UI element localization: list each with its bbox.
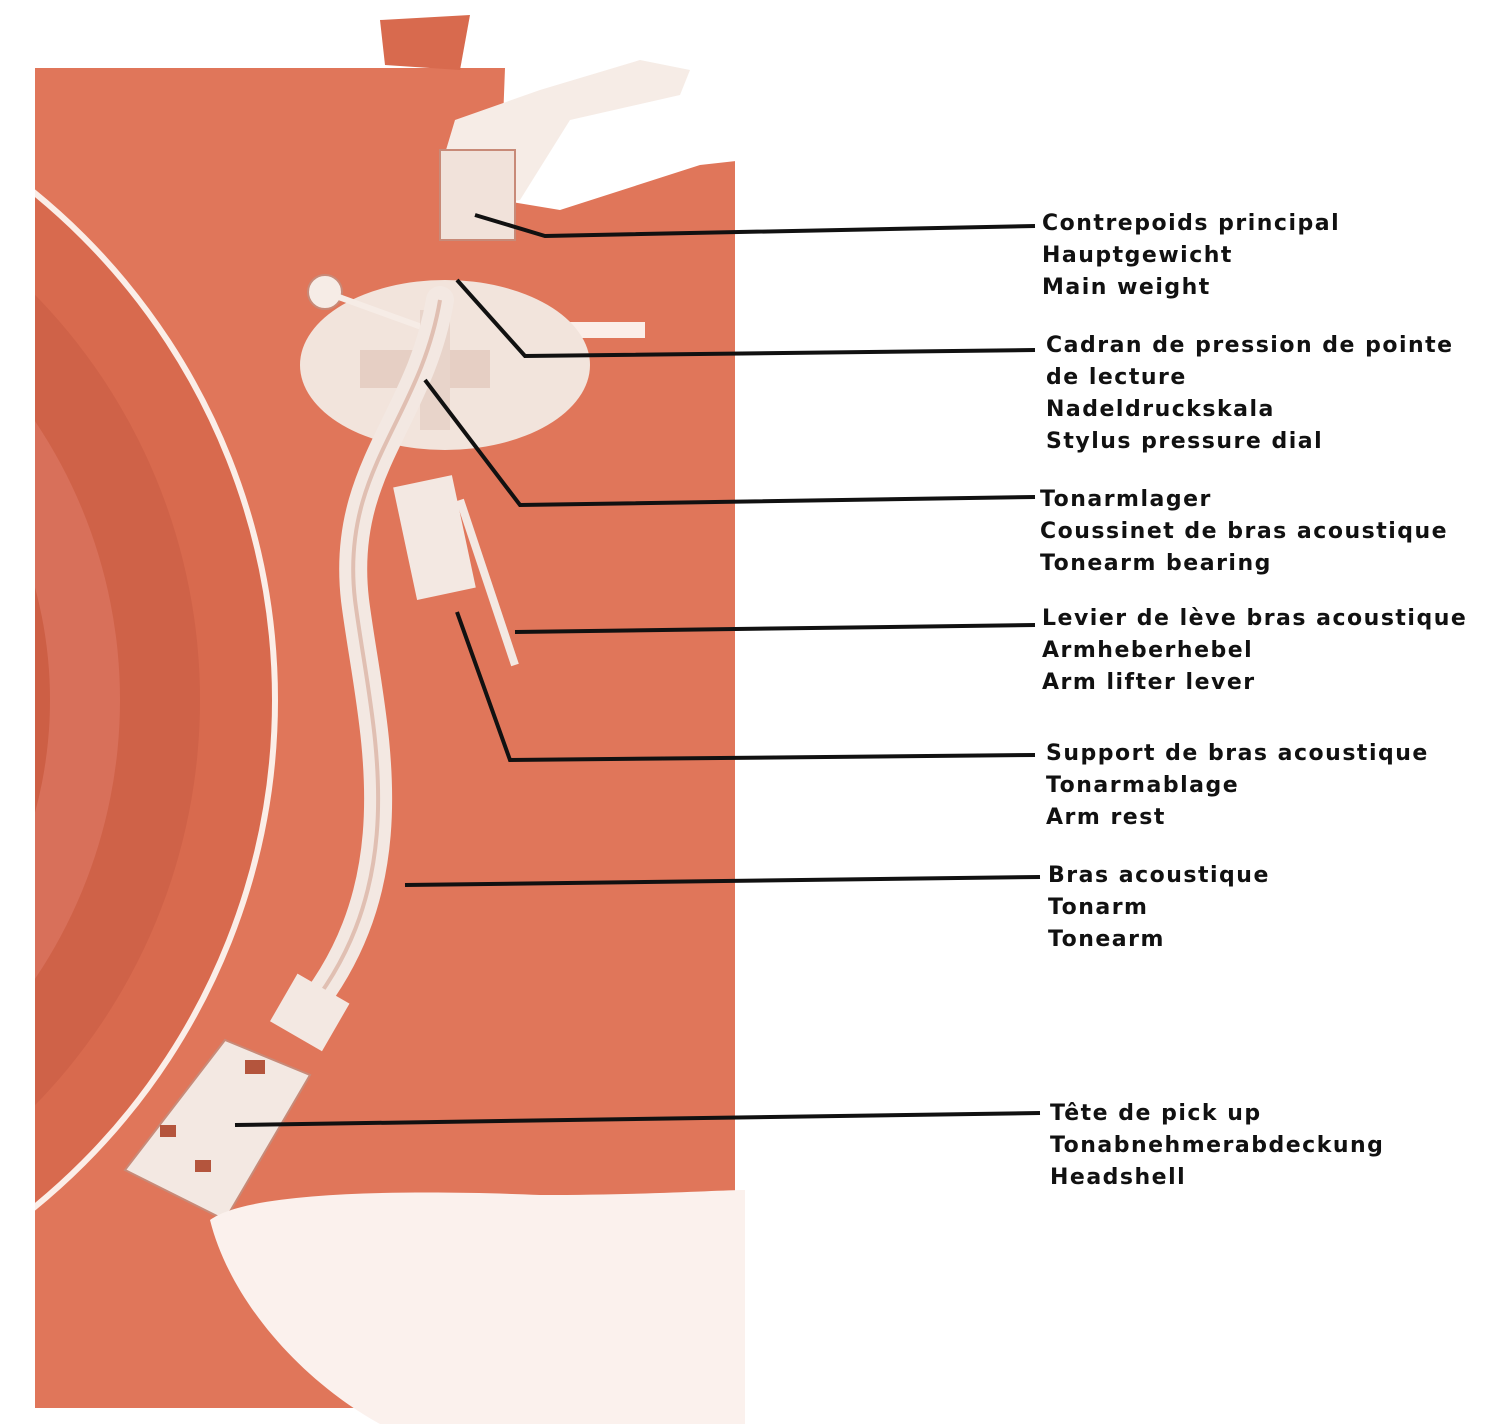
label-line: Tonarmablage [1046,770,1429,802]
label-tonearm-bearing: Tonarmlager Coussinet de bras acoustique… [1040,484,1448,580]
label-stylus-pressure-dial: Cadran de pression de pointe de lecture … [1046,330,1454,458]
label-line: Cadran de pression de pointe [1046,330,1454,362]
label-arm-lifter-lever: Levier de lève bras acoustique Armheberh… [1042,603,1467,699]
label-headshell: Tête de pick up Tonabnehmerabdeckung Hea… [1050,1098,1384,1194]
label-tonearm: Bras acoustique Tonarm Tonearm [1048,860,1270,956]
label-line: Main weight [1042,272,1340,304]
label-line: Nadeldruckskala [1046,394,1454,426]
label-line: Levier de lève bras acoustique [1042,603,1467,635]
label-line: Tête de pick up [1050,1098,1384,1130]
label-line: Headshell [1050,1162,1384,1194]
label-line: Tonabnehmerabdeckung [1050,1130,1384,1162]
label-line: Bras acoustique [1048,860,1270,892]
label-line: Support de bras acoustique [1046,738,1429,770]
label-arm-rest: Support de bras acoustique Tonarmablage … [1046,738,1429,834]
label-line: Arm lifter lever [1042,667,1467,699]
label-line: Hauptgewicht [1042,240,1340,272]
label-main-weight: Contrepoids principal Hauptgewicht Main … [1042,208,1340,304]
label-line: de lecture [1046,362,1454,394]
label-line: Tonearm [1048,924,1270,956]
label-line: Coussinet de bras acoustique [1040,516,1448,548]
label-line: Tonarmlager [1040,484,1448,516]
label-line: Tonarm [1048,892,1270,924]
label-line: Armheberhebel [1042,635,1467,667]
label-line: Stylus pressure dial [1046,426,1454,458]
speed-indicator [570,322,645,338]
label-line: Arm rest [1046,802,1429,834]
label-line: Tonearm bearing [1040,548,1448,580]
label-line: Contrepoids principal [1042,208,1340,240]
